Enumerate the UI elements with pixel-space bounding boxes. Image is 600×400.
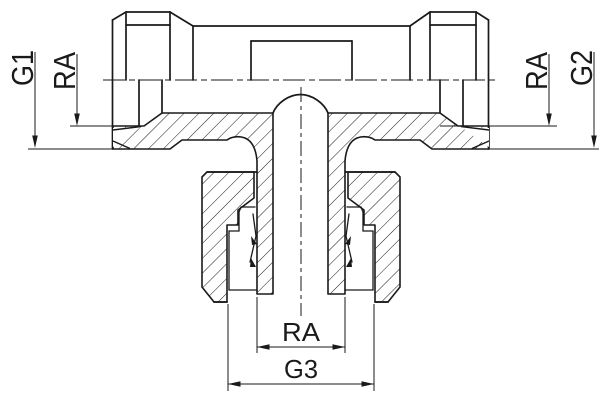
dim-label-ra-bottom: RA	[282, 317, 321, 347]
arrowhead-g1	[32, 135, 38, 148]
port-cone-right	[460, 125, 490, 150]
arrowhead-ra-bottom-left	[257, 344, 270, 350]
arrowhead-g3-right	[361, 381, 374, 387]
dim-label-g2: G2	[564, 50, 599, 86]
arrowhead-g2	[591, 135, 597, 148]
section-flange-left	[112, 112, 274, 295]
branch-boss-outline	[250, 40, 353, 81]
dim-label-ra-right: RA	[519, 52, 554, 90]
arrowhead-ra-bottom-right	[332, 344, 345, 350]
hex-nut-left	[111, 11, 194, 150]
port-bore-right	[439, 79, 464, 127]
hex-nut-right	[409, 11, 490, 150]
ferrule-left	[228, 206, 258, 291]
arrowhead-ra-right	[546, 113, 552, 126]
dim-label-ra-left: RA	[47, 52, 82, 90]
arrowhead-ra-left	[74, 113, 80, 126]
port-cone-left	[112, 125, 142, 150]
ferrule-right	[344, 206, 374, 291]
arrowhead-g3-left	[228, 381, 241, 387]
dim-label-g1: G1	[5, 50, 40, 86]
port-bore-left	[138, 79, 163, 127]
section-flange-right	[327, 112, 490, 295]
section-nut-right	[347, 171, 401, 303]
section-nut-left	[201, 171, 255, 303]
dim-label-g3: G3	[284, 354, 318, 384]
